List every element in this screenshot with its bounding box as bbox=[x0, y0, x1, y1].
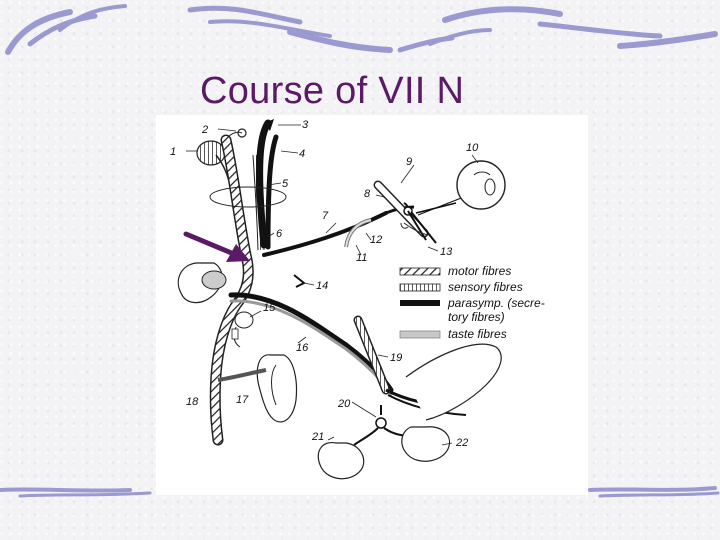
label-7: 7 bbox=[322, 210, 329, 222]
greater-petrosal-nerve bbox=[262, 205, 415, 257]
eyeball bbox=[456, 160, 506, 210]
fibre-legend: motor fibres sensory fibres parasymp. (s… bbox=[399, 264, 545, 341]
label-11: 11 bbox=[356, 252, 367, 264]
slide-title: Course of VII N bbox=[200, 70, 465, 112]
label-15: 15 bbox=[263, 302, 276, 314]
legend-swatch-sensory bbox=[399, 283, 441, 292]
label-21: 21 bbox=[311, 431, 324, 443]
parasympathetic-roots bbox=[256, 119, 279, 250]
label-13: 13 bbox=[440, 246, 453, 258]
submandibular-gland bbox=[317, 441, 365, 480]
legend-swatch-parasymp bbox=[400, 300, 440, 306]
label-19: 19 bbox=[390, 352, 402, 364]
ganglion-loop bbox=[209, 186, 287, 208]
tongue-outline bbox=[405, 343, 502, 421]
facial-nerve-diagram: 1 2 3 4 5 6 7 8 9 10 11 12 13 14 15 16 1… bbox=[156, 115, 588, 495]
auricle bbox=[256, 354, 298, 423]
label-4: 4 bbox=[299, 148, 305, 160]
submandibular-ganglion bbox=[353, 405, 417, 446]
label-2: 2 bbox=[201, 124, 208, 136]
stapedius-branch bbox=[231, 311, 254, 348]
sublingual-gland bbox=[401, 426, 450, 462]
top-decoration bbox=[5, 4, 718, 55]
label-12: 12 bbox=[370, 234, 382, 246]
legend-label-parasymp-cont: tory fibres) bbox=[448, 310, 505, 324]
label-18: 18 bbox=[186, 396, 199, 408]
label-9: 9 bbox=[406, 156, 412, 168]
label-20: 20 bbox=[337, 398, 351, 410]
leader-lines bbox=[186, 124, 479, 446]
label-1: 1 bbox=[170, 146, 176, 158]
label-8: 8 bbox=[364, 188, 371, 200]
label-16: 16 bbox=[296, 342, 309, 354]
bottom-decoration bbox=[0, 486, 720, 498]
label-6: 6 bbox=[276, 228, 283, 240]
legend-label-motor: motor fibres bbox=[448, 264, 511, 278]
label-10: 10 bbox=[466, 142, 479, 154]
nerve-14-branch bbox=[293, 274, 306, 288]
diagram-labels: 1 2 3 4 5 6 7 8 9 10 11 12 13 14 15 16 1… bbox=[170, 119, 479, 449]
legend-swatch-motor bbox=[399, 267, 441, 276]
palatine-branches bbox=[344, 218, 432, 248]
pterygopalatine-ganglion bbox=[373, 180, 475, 244]
label-14: 14 bbox=[316, 280, 328, 292]
posterior-auricular-nerve bbox=[217, 368, 267, 382]
label-5: 5 bbox=[282, 178, 289, 190]
legend-label-sensory: sensory fibres bbox=[448, 280, 523, 294]
legend-label-taste: taste fibres bbox=[448, 327, 507, 341]
label-22: 22 bbox=[455, 437, 468, 449]
temporal-bone-outline bbox=[177, 262, 227, 304]
label-17: 17 bbox=[236, 394, 249, 406]
legend-swatch-taste bbox=[399, 330, 441, 339]
legend-label-parasymp: parasymp. (secre- bbox=[447, 296, 545, 310]
label-3: 3 bbox=[302, 119, 309, 131]
